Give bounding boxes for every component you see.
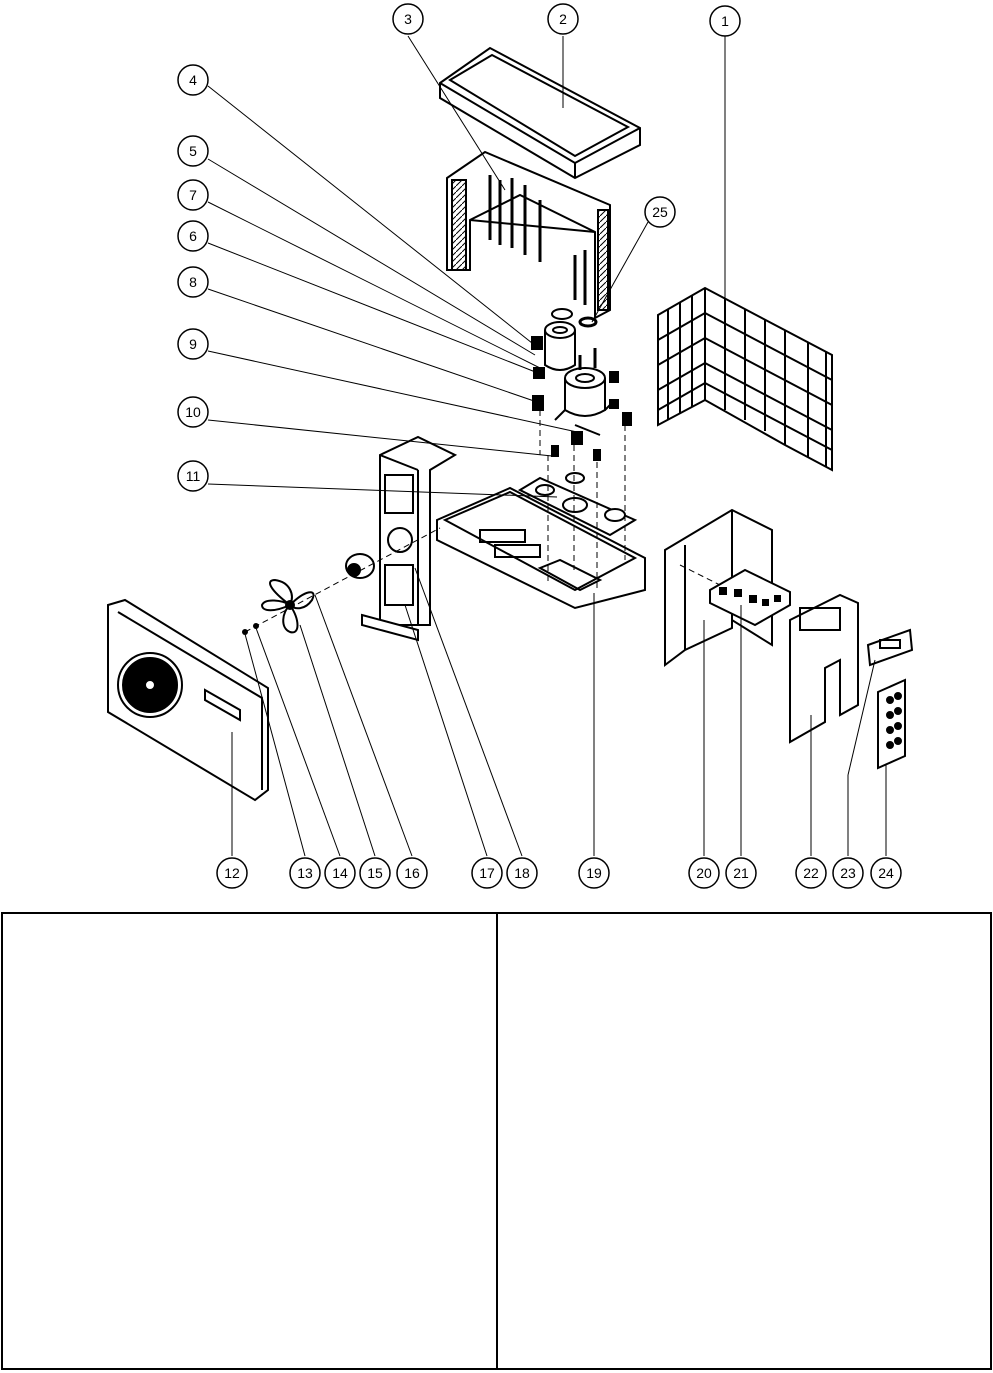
callout-circle bbox=[392, 3, 424, 35]
part-callout-21: 21 bbox=[725, 857, 757, 889]
callout-number: 24 bbox=[878, 865, 894, 881]
fan-blade-part bbox=[260, 578, 315, 634]
callout-circle bbox=[177, 460, 209, 492]
part-callout-11: 11 bbox=[177, 460, 209, 492]
callout-number: 23 bbox=[840, 865, 856, 881]
base-tray-part bbox=[436, 472, 646, 610]
control-box-part bbox=[709, 568, 791, 627]
callout-circle bbox=[795, 857, 827, 889]
callout-circle bbox=[506, 857, 538, 889]
callout-number: 2 bbox=[559, 11, 567, 27]
part-callout-22: 22 bbox=[795, 857, 827, 889]
part-callout-17: 17 bbox=[471, 857, 503, 889]
exploded-parts-diagram: 1234567891011121314151617181920212223242… bbox=[107, 3, 914, 889]
callout-number: 9 bbox=[189, 336, 197, 352]
leader-lines bbox=[207, 35, 887, 857]
parts-table-right-cell bbox=[496, 912, 992, 1370]
part-callout-23: 23 bbox=[832, 857, 864, 889]
rear-panel-part bbox=[789, 593, 859, 744]
part-callout-9: 9 bbox=[177, 328, 209, 360]
callout-number: 16 bbox=[404, 865, 420, 881]
label-plate-part bbox=[866, 628, 914, 667]
part-callout-1: 1 bbox=[709, 5, 741, 37]
parts-table bbox=[0, 912, 993, 1373]
part-callout-14: 14 bbox=[324, 857, 356, 889]
part-callout-25: 25 bbox=[644, 196, 676, 228]
callout-number: 17 bbox=[479, 865, 495, 881]
callout-number: 13 bbox=[297, 865, 313, 881]
callout-circle bbox=[177, 64, 209, 96]
callout-circle bbox=[324, 857, 356, 889]
callout-number: 15 bbox=[367, 865, 383, 881]
top-cover-part bbox=[439, 46, 641, 180]
callout-number: 19 bbox=[586, 865, 602, 881]
callout-circle bbox=[688, 857, 720, 889]
part-callout-5: 5 bbox=[177, 135, 209, 167]
callout-circle bbox=[870, 857, 902, 889]
callout-circle bbox=[396, 857, 428, 889]
part-callout-16: 16 bbox=[396, 857, 428, 889]
callout-circle bbox=[177, 266, 209, 298]
callout-circle bbox=[578, 857, 610, 889]
callout-circle bbox=[177, 328, 209, 360]
terminal-block-part bbox=[877, 678, 906, 770]
callout-number: 22 bbox=[803, 865, 819, 881]
part-callout-4: 4 bbox=[177, 64, 209, 96]
callout-circle bbox=[177, 135, 209, 167]
callout-number: 6 bbox=[189, 228, 197, 244]
callout-number: 12 bbox=[224, 865, 240, 881]
callout-circle bbox=[359, 857, 391, 889]
part-callout-10: 10 bbox=[177, 396, 209, 428]
callout-circle bbox=[471, 857, 503, 889]
part-callout-20: 20 bbox=[688, 857, 720, 889]
callout-circle bbox=[289, 857, 321, 889]
callout-circle bbox=[177, 220, 209, 252]
callout-number: 8 bbox=[189, 274, 197, 290]
callout-number: 3 bbox=[404, 11, 412, 27]
part-callout-24: 24 bbox=[870, 857, 902, 889]
callout-number: 1 bbox=[721, 13, 729, 29]
front-panel-part bbox=[107, 598, 269, 802]
heat-exchanger-part bbox=[446, 150, 611, 320]
partition-part bbox=[361, 435, 458, 642]
part-callout-19: 19 bbox=[578, 857, 610, 889]
callout-number: 5 bbox=[189, 143, 197, 159]
callout-number: 18 bbox=[514, 865, 530, 881]
callout-circle bbox=[177, 396, 209, 428]
callout-number: 20 bbox=[696, 865, 712, 881]
callout-circle bbox=[832, 857, 864, 889]
wire-grille-part bbox=[657, 286, 833, 472]
part-callout-18: 18 bbox=[506, 857, 538, 889]
callout-circle bbox=[725, 857, 757, 889]
callout-number: 11 bbox=[186, 468, 201, 484]
callout-number: 25 bbox=[652, 204, 668, 220]
part-callout-13: 13 bbox=[289, 857, 321, 889]
compressor-assembly bbox=[531, 308, 632, 461]
part-callout-15: 15 bbox=[359, 857, 391, 889]
part-callout-3: 3 bbox=[392, 3, 424, 35]
assembly-lines bbox=[244, 410, 721, 633]
parts-table-left-cell bbox=[1, 912, 498, 1370]
part-callout-8: 8 bbox=[177, 266, 209, 298]
callout-circle bbox=[709, 5, 741, 37]
callout-circle bbox=[547, 3, 579, 35]
part-callout-6: 6 bbox=[177, 220, 209, 252]
callout-number: 21 bbox=[733, 865, 749, 881]
callout-number: 7 bbox=[189, 187, 197, 203]
callout-circle bbox=[177, 179, 209, 211]
part-callout-2: 2 bbox=[547, 3, 579, 35]
callout-circle bbox=[644, 196, 676, 228]
callout-number: 10 bbox=[185, 404, 201, 420]
part-callout-7: 7 bbox=[177, 179, 209, 211]
fan-motor-part bbox=[345, 553, 375, 579]
part-callout-12: 12 bbox=[216, 857, 248, 889]
callout-number: 4 bbox=[189, 72, 197, 88]
callout-number: 14 bbox=[332, 865, 348, 881]
callout-circle bbox=[216, 857, 248, 889]
